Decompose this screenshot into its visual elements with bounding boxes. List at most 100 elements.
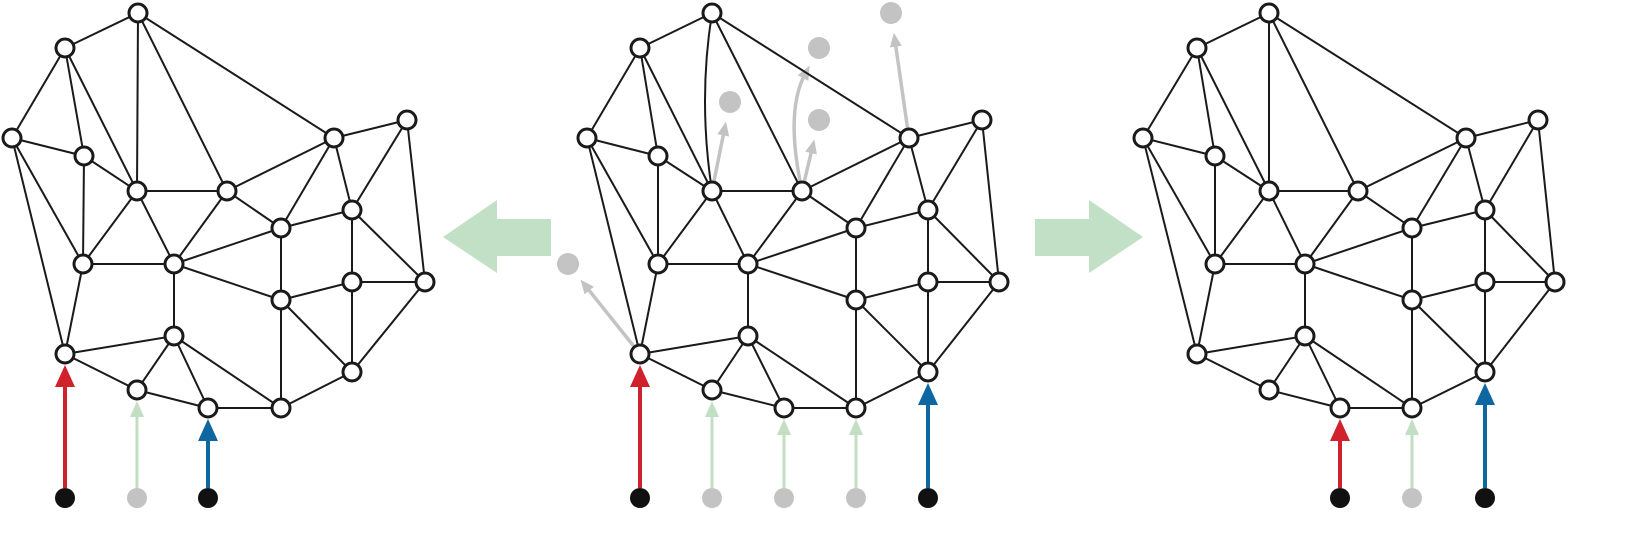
network-node: [1294, 325, 1316, 347]
input-arrowhead: [630, 365, 650, 387]
source-node: [918, 488, 938, 508]
network-edge: [82, 190, 138, 265]
ghost-connection: [792, 37, 830, 183]
network-node: [917, 199, 939, 221]
ghost-arrowhead: [797, 65, 810, 81]
network-node: [341, 361, 363, 383]
network-edge: [657, 155, 713, 192]
big-arrow-right: [1035, 200, 1143, 273]
input-signals: [1330, 383, 1495, 508]
network-edge: [1465, 119, 1539, 139]
network-edge: [1214, 155, 1270, 192]
ghost-edge: [712, 131, 726, 183]
network-edge: [981, 119, 1000, 283]
network-node: [163, 253, 185, 275]
network-edge: [1304, 190, 1359, 265]
network-node: [845, 397, 867, 419]
input-faded: [774, 419, 794, 508]
source-node: [55, 488, 75, 508]
network-edge: [1304, 335, 1341, 409]
input-arrowhead: [1475, 383, 1495, 405]
network-node: [414, 271, 436, 293]
ghost-edge: [792, 73, 807, 183]
network-node: [1401, 289, 1423, 311]
network-edge: [136, 335, 175, 391]
network-node: [163, 325, 185, 347]
source-node: [1330, 488, 1350, 508]
network-node: [54, 343, 76, 365]
edges: [586, 12, 1000, 409]
network-edge: [333, 119, 408, 139]
network-edge: [1196, 47, 1270, 192]
network-edge: [1304, 227, 1413, 265]
network-edge: [855, 137, 910, 229]
network-edge: [64, 12, 139, 49]
network-node: [1401, 397, 1423, 419]
network-node: [1258, 379, 1280, 401]
nodes: [1, 2, 436, 419]
network-edge: [83, 155, 138, 192]
network-edge: [226, 190, 282, 229]
transition-arrows: [443, 200, 1143, 273]
network-edge: [1304, 335, 1413, 409]
network-node: [54, 37, 76, 59]
network-edge: [1304, 263, 1413, 301]
network-node: [270, 217, 292, 239]
edges: [1142, 12, 1556, 409]
network-edge: [137, 12, 335, 139]
network-edge: [351, 119, 408, 211]
nodes: [576, 2, 1010, 419]
network-edge: [280, 137, 335, 229]
network-edge: [1484, 119, 1539, 211]
inactive-source-node: [1402, 488, 1422, 508]
network-edge: [280, 371, 353, 409]
input-arrowhead: [1330, 419, 1350, 441]
network-edge: [1484, 281, 1556, 373]
ghost-connection: [712, 91, 741, 183]
network-panels: [1, 2, 1566, 508]
network-node: [73, 145, 95, 167]
network-edge: [711, 335, 749, 391]
network-node: [1474, 361, 1496, 383]
network-edge: [1484, 209, 1556, 283]
network-node: [126, 180, 148, 202]
network-node: [270, 289, 292, 311]
network-edge: [351, 281, 426, 373]
ghost-arrowhead: [805, 139, 817, 155]
network-edge: [1357, 137, 1467, 192]
network-edge: [639, 12, 713, 49]
input-arrowhead: [198, 419, 218, 441]
network-node: [647, 145, 669, 167]
inactive-source-node: [127, 488, 147, 508]
network-node: [1186, 343, 1208, 365]
network-edge: [1268, 12, 1467, 139]
network-edge: [1214, 190, 1270, 265]
network-node: [988, 271, 1010, 293]
input-blue: [918, 383, 938, 508]
network-node: [396, 109, 418, 131]
network-node: [1455, 127, 1477, 149]
network-edge: [639, 47, 713, 192]
network-edge: [711, 389, 785, 409]
network-node: [1186, 37, 1208, 59]
ghost-node: [719, 91, 741, 113]
network-edge: [586, 137, 641, 355]
input-arrowhead: [777, 419, 791, 435]
input-signals: [55, 365, 218, 508]
ghost-edge: [893, 42, 910, 130]
network-edge: [639, 335, 749, 355]
input-arrowhead: [849, 419, 863, 435]
network-edge: [927, 209, 1000, 283]
network-node: [1294, 253, 1316, 275]
network-edge: [280, 209, 353, 229]
input-arrowhead: [705, 401, 719, 417]
network-edge: [173, 227, 282, 265]
input-blue: [198, 419, 218, 508]
nodes: [1132, 2, 1566, 419]
network-edge: [1268, 12, 1359, 192]
network-edge: [657, 190, 713, 265]
network-edge: [1142, 137, 1198, 355]
input-red: [55, 365, 75, 508]
ghost-node: [808, 37, 830, 59]
